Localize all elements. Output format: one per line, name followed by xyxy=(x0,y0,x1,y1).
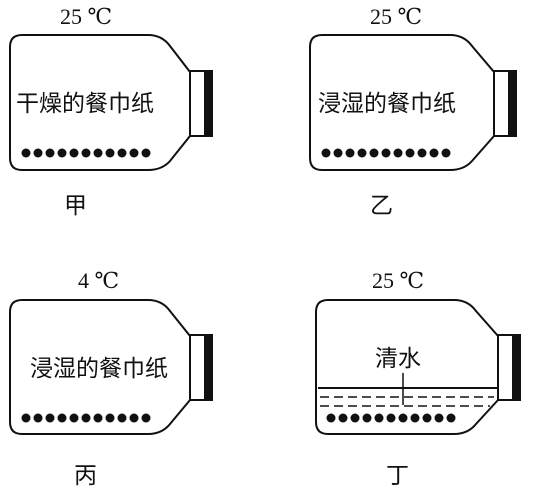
jar-jia-body xyxy=(9,34,191,171)
jar-ding-lid-band xyxy=(512,335,520,400)
temperature-ding: 25 ℃ xyxy=(372,268,425,293)
caption-ding: 丁 xyxy=(386,463,409,489)
content-label-bing: 浸湿的餐巾纸 xyxy=(30,356,168,382)
content-label-yi: 浸湿的餐巾纸 xyxy=(318,91,456,117)
jar-bing xyxy=(9,299,213,435)
temperature-bing: 4 ℃ xyxy=(78,268,120,293)
jar-bing-body xyxy=(9,299,191,435)
jar-yi-seeds xyxy=(321,148,451,158)
jar-ding-seeds xyxy=(326,413,456,423)
jar-ding-body xyxy=(315,299,499,435)
temperature-jia: 25 ℃ xyxy=(60,4,113,29)
caption-bing: 丙 xyxy=(74,463,97,489)
jar-yi xyxy=(309,34,517,171)
content-label-ding: 清水 xyxy=(375,346,421,372)
jar-yi-body xyxy=(309,34,495,171)
temperature-yi: 25 ℃ xyxy=(370,4,423,29)
content-label-jia: 干燥的餐巾纸 xyxy=(16,91,154,117)
jar-jia-lid-band xyxy=(204,71,212,136)
jar-ding xyxy=(315,299,521,435)
jar-bing-seeds xyxy=(21,413,151,423)
jar-bing-lid-band xyxy=(204,335,212,400)
jar-jia-seeds xyxy=(21,148,151,158)
jar-jia xyxy=(9,34,213,171)
jar-yi-lid-band xyxy=(508,71,516,136)
caption-yi: 乙 xyxy=(370,193,393,219)
caption-jia: 甲 xyxy=(64,193,87,219)
